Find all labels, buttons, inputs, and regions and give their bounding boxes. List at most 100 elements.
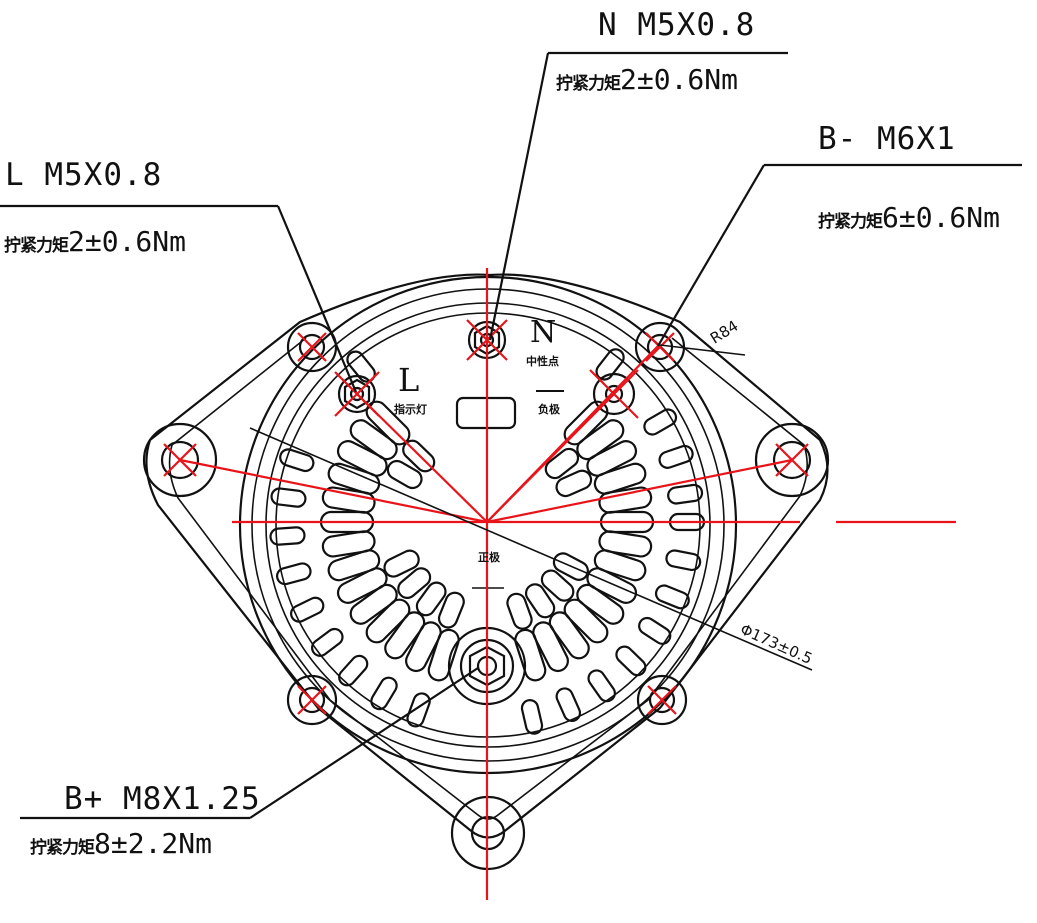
vent-slot	[427, 628, 460, 682]
vent-slot	[311, 627, 344, 657]
callout-bplus-torque-cn: 拧紧力矩	[30, 838, 95, 858]
vent-slot	[665, 549, 702, 572]
vent-slot	[520, 699, 544, 735]
vent-slot	[338, 654, 369, 687]
vent-slot	[506, 592, 533, 630]
screw-boss-hole	[298, 686, 326, 714]
screw-boss	[634, 321, 686, 373]
vent-slot	[552, 552, 589, 581]
terminal-n-letter: N	[530, 315, 557, 350]
callout-bplus-torque: 拧紧力矩8±2.2Nm	[30, 830, 212, 858]
terminal-bminus	[592, 372, 636, 416]
vent-slot	[548, 611, 590, 660]
mount-right	[754, 422, 830, 498]
vent-slot	[615, 645, 647, 677]
vent-slot	[524, 583, 556, 619]
vent-slot	[576, 583, 625, 625]
red-cross-mark	[589, 369, 639, 419]
vent-slot	[276, 562, 312, 586]
callout-bminus-torque-cn: 拧紧力矩	[818, 212, 883, 232]
vent-slot	[593, 462, 647, 495]
vent-slot	[270, 487, 307, 508]
red-cross-mark	[297, 685, 327, 715]
housing-flange	[145, 273, 829, 839]
callout-n-torque-val: 2±0.6Nm	[620, 63, 739, 96]
red-cross-mark	[334, 371, 380, 417]
vent-slot	[587, 669, 616, 703]
screw-boss	[286, 674, 338, 726]
callout-l-torque: 拧紧力矩2±0.6Nm	[4, 228, 186, 256]
callout-n-torque-cn: 拧紧力矩	[556, 74, 621, 94]
screw-boss	[636, 674, 688, 726]
vent-slot	[563, 598, 609, 644]
dia-line	[249, 427, 813, 671]
vent-slot	[405, 621, 442, 673]
callout-bminus-torque: 拧紧力矩6±0.6Nm	[818, 204, 1000, 232]
vent-slot	[514, 628, 547, 682]
vent-slot	[370, 676, 398, 711]
vent-slot	[327, 549, 381, 582]
vent-slot	[406, 692, 431, 728]
vent-slot	[321, 530, 376, 558]
vent-slot	[555, 687, 582, 723]
red-cross-mark	[466, 319, 508, 361]
vent-slot	[643, 408, 678, 436]
vent-slot	[269, 526, 306, 546]
vent-slot	[540, 569, 575, 602]
vent-slot	[658, 444, 694, 469]
callout-n-torque: 拧紧力矩2±0.6Nm	[556, 66, 738, 94]
callout-bplus-thread: B+ M8X1.25	[64, 781, 261, 817]
vent-slot	[290, 596, 325, 623]
callout-bplus-torque-val: 8±2.2Nm	[94, 827, 213, 860]
mount-left	[142, 422, 218, 498]
vent-slot	[386, 459, 423, 490]
callout-l-torque-val: 2±0.6Nm	[68, 225, 187, 258]
red-cross-mark	[647, 685, 677, 715]
terminal-plus-sub: 正极	[478, 551, 500, 564]
vent-slot	[349, 583, 398, 625]
vent-slot	[598, 486, 653, 514]
vent-slot	[654, 584, 690, 610]
vent-slot	[532, 621, 569, 673]
vent-slot	[437, 591, 465, 629]
vent-slot	[593, 549, 647, 582]
callout-l-thread: L M5X0.8	[5, 157, 163, 193]
vent-slot	[555, 469, 593, 498]
screw-boss-hole	[298, 333, 326, 361]
vent-slot	[638, 616, 672, 645]
red-cross-mark	[775, 443, 809, 477]
vent-slot	[336, 440, 388, 477]
terminal-l-sub: 指示灯	[394, 403, 427, 416]
vent-slot	[595, 348, 625, 381]
vent-slot	[365, 598, 411, 644]
vent-slot	[279, 448, 315, 473]
vent-slot	[321, 486, 376, 514]
callout-l-torque-cn: 拧紧力矩	[4, 236, 69, 256]
callout-bminus-torque-val: 6±0.6Nm	[882, 201, 1001, 234]
vent-slot	[383, 549, 420, 578]
terminal-minus-sub: 负极	[538, 403, 560, 416]
vent-slot	[349, 419, 398, 461]
screw-boss-hole	[648, 686, 676, 714]
red-cross-mark	[163, 443, 197, 477]
terminal-l	[337, 374, 377, 414]
vent-slot	[336, 567, 388, 604]
r84-line	[659, 344, 746, 356]
vent-slot	[544, 447, 580, 480]
terminal-l-letter: L	[398, 361, 420, 399]
terminal-n-sub: 中性点	[526, 355, 559, 368]
vent-slot	[586, 440, 638, 477]
terminal-minus-bar	[536, 390, 564, 392]
callout-bminus-thread: B- M6X1	[818, 121, 956, 157]
vent-slot	[327, 462, 381, 495]
vent-slot	[397, 567, 432, 599]
red-cross-mark	[297, 332, 327, 362]
vent-slot	[667, 483, 704, 505]
vent-slot	[598, 530, 653, 558]
vent-slot	[576, 419, 625, 461]
red-cross-mark	[645, 332, 675, 362]
callout-n-thread: N M5X0.8	[598, 7, 756, 43]
vent-slot	[415, 581, 447, 617]
